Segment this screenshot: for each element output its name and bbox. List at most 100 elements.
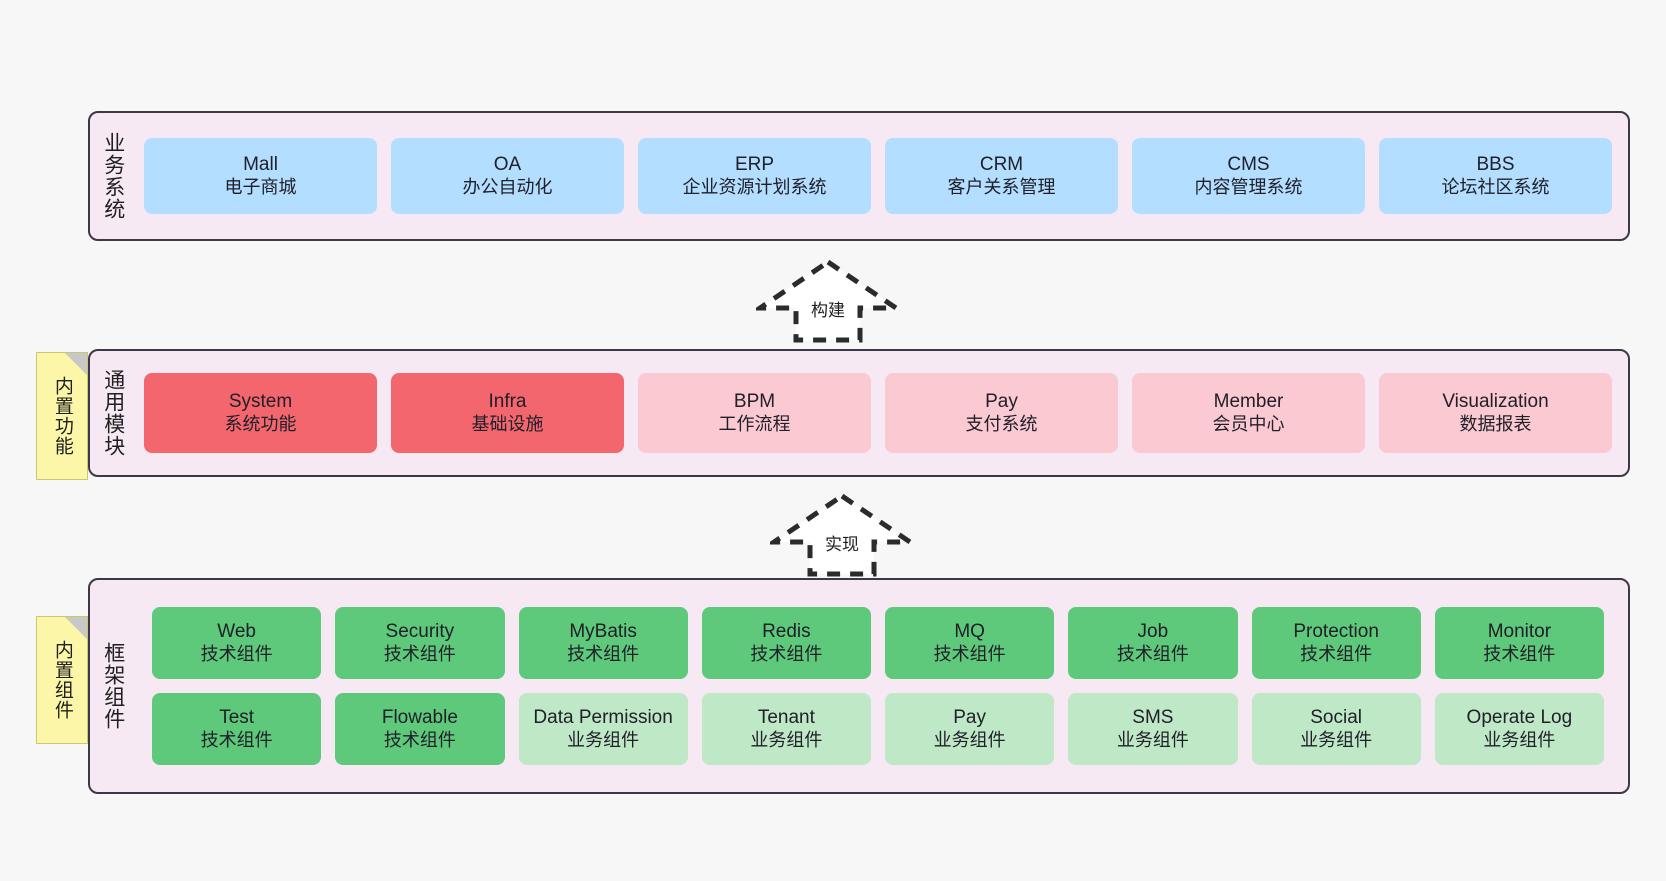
arrow-build: 构建 (751, 258, 905, 344)
card-system-title: System (228, 390, 293, 412)
card-job-title: Job (1137, 620, 1169, 642)
card-job-subtitle: 技术组件 (1116, 643, 1189, 664)
card-pay-module-title: Pay (985, 390, 1018, 412)
card-pay-module[interactable]: Pay 支付系统 (885, 373, 1118, 453)
card-security[interactable]: Security 技术组件 (335, 607, 505, 679)
card-erp[interactable]: ERP 企业资源计划系统 (638, 138, 871, 214)
card-cms[interactable]: CMS 内容管理系统 (1132, 138, 1365, 214)
card-visualization-title: Visualization (1442, 390, 1549, 412)
card-tenant-subtitle: 业务组件 (750, 729, 823, 750)
card-monitor-subtitle: 技术组件 (1483, 643, 1556, 664)
card-erp-title: ERP (734, 153, 775, 175)
card-mall-title: Mall (243, 153, 278, 175)
card-cms-subtitle: 内容管理系统 (1194, 176, 1303, 197)
layer-title-framework-component: 框架组件 (101, 642, 125, 730)
arrow-implement: 实现 (765, 492, 919, 578)
module-card-row: System 系统功能 Infra 基础设施 BPM 工作流程 Pay 支付系统… (136, 373, 1620, 453)
layer-framework-component: 框架组件 Web 技术组件 Security 技术组件 MyBatis 技术组件 (88, 578, 1630, 794)
card-operate-log-title: Operate Log (1466, 706, 1573, 728)
card-crm[interactable]: CRM 客户关系管理 (885, 138, 1118, 214)
card-tenant-title: Tenant (757, 706, 815, 728)
card-web-subtitle: 技术组件 (200, 643, 273, 664)
card-mall-subtitle: 电子商城 (224, 176, 297, 197)
card-bpm-title: BPM (733, 390, 776, 412)
card-protection-title: Protection (1293, 620, 1379, 642)
card-pay-component-subtitle: 业务组件 (933, 729, 1006, 750)
card-sms-subtitle: 业务组件 (1116, 729, 1189, 750)
card-data-permission[interactable]: Data Permission 业务组件 (518, 693, 688, 765)
card-infra[interactable]: Infra 基础设施 (391, 373, 624, 453)
framework-card-grid: Web 技术组件 Security 技术组件 MyBatis 技术组件 Redi… (136, 593, 1620, 779)
card-security-subtitle: 技术组件 (383, 643, 456, 664)
card-visualization[interactable]: Visualization 数据报表 (1379, 373, 1612, 453)
note-builtin-component: 内置组件 (36, 616, 88, 744)
note-fold-corner-icon (65, 617, 87, 639)
card-data-permission-subtitle: 业务组件 (567, 729, 640, 750)
card-bpm[interactable]: BPM 工作流程 (638, 373, 871, 453)
card-protection[interactable]: Protection 技术组件 (1251, 607, 1421, 679)
framework-tech-row: Web 技术组件 Security 技术组件 MyBatis 技术组件 Redi… (144, 607, 1612, 679)
card-mq-subtitle: 技术组件 (933, 643, 1006, 664)
card-data-permission-title: Data Permission (533, 706, 673, 728)
note-builtin-feature: 内置功能 (36, 352, 88, 480)
layer-title-business-system: 业务系统 (101, 132, 125, 220)
business-card-row: Mall 电子商城 OA 办公自动化 ERP 企业资源计划系统 CRM 客户关系… (136, 138, 1620, 214)
card-test[interactable]: Test 技术组件 (152, 693, 322, 765)
card-test-subtitle: 技术组件 (200, 729, 273, 750)
card-bbs-title: BBS (1476, 153, 1515, 175)
card-job[interactable]: Job 技术组件 (1068, 607, 1238, 679)
card-system-subtitle: 系统功能 (224, 413, 297, 434)
card-monitor-title: Monitor (1487, 620, 1552, 642)
card-oa[interactable]: OA 办公自动化 (391, 138, 624, 214)
card-bbs-subtitle: 论坛社区系统 (1441, 176, 1550, 197)
card-redis[interactable]: Redis 技术组件 (701, 607, 871, 679)
card-system[interactable]: System 系统功能 (144, 373, 377, 453)
card-flowable-title: Flowable (381, 706, 458, 728)
card-tenant[interactable]: Tenant 业务组件 (701, 693, 871, 765)
card-monitor[interactable]: Monitor 技术组件 (1434, 607, 1604, 679)
card-social-title: Social (1310, 706, 1362, 728)
card-infra-title: Infra (488, 390, 527, 412)
note-builtin-component-label: 内置组件 (51, 640, 73, 720)
arrow-build-icon (751, 258, 905, 343)
card-member[interactable]: Member 会员中心 (1132, 373, 1365, 453)
card-erp-subtitle: 企业资源计划系统 (682, 176, 827, 197)
card-mybatis[interactable]: MyBatis 技术组件 (518, 607, 688, 679)
card-mq[interactable]: MQ 技术组件 (885, 607, 1055, 679)
card-visualization-subtitle: 数据报表 (1459, 413, 1532, 434)
card-bpm-subtitle: 工作流程 (718, 413, 791, 434)
card-operate-log[interactable]: Operate Log 业务组件 (1434, 693, 1604, 765)
card-redis-title: Redis (762, 620, 811, 642)
card-cms-title: CMS (1227, 153, 1270, 175)
card-bbs[interactable]: BBS 论坛社区系统 (1379, 138, 1612, 214)
card-sms[interactable]: SMS 业务组件 (1068, 693, 1238, 765)
note-fold-corner-icon (65, 353, 87, 375)
card-redis-subtitle: 技术组件 (750, 643, 823, 664)
card-oa-subtitle: 办公自动化 (462, 176, 553, 197)
card-protection-subtitle: 技术组件 (1300, 643, 1373, 664)
card-sms-title: SMS (1132, 706, 1174, 728)
card-security-title: Security (385, 620, 455, 642)
card-web-title: Web (217, 620, 256, 642)
card-test-title: Test (219, 706, 255, 728)
card-flowable[interactable]: Flowable 技术组件 (335, 693, 505, 765)
card-pay-component[interactable]: Pay 业务组件 (885, 693, 1055, 765)
card-social[interactable]: Social 业务组件 (1251, 693, 1421, 765)
layer-body-business-system: Mall 电子商城 OA 办公自动化 ERP 企业资源计划系统 CRM 客户关系… (136, 113, 1628, 239)
framework-business-row: Test 技术组件 Flowable 技术组件 Data Permission … (144, 693, 1612, 765)
card-crm-title: CRM (979, 153, 1024, 175)
layer-common-module: 通用模块 System 系统功能 Infra 基础设施 BPM 工作流程 Pay (88, 349, 1630, 477)
card-mall[interactable]: Mall 电子商城 (144, 138, 377, 214)
card-mq-title: MQ (954, 620, 985, 642)
card-infra-subtitle: 基础设施 (471, 413, 544, 434)
card-member-title: Member (1213, 390, 1284, 412)
layer-body-framework-component: Web 技术组件 Security 技术组件 MyBatis 技术组件 Redi… (136, 580, 1628, 792)
card-mybatis-title: MyBatis (569, 620, 637, 642)
card-pay-module-subtitle: 支付系统 (965, 413, 1038, 434)
card-web[interactable]: Web 技术组件 (152, 607, 322, 679)
layer-body-common-module: System 系统功能 Infra 基础设施 BPM 工作流程 Pay 支付系统… (136, 351, 1628, 475)
note-builtin-feature-label: 内置功能 (51, 376, 73, 456)
card-member-subtitle: 会员中心 (1212, 413, 1285, 434)
card-social-subtitle: 业务组件 (1300, 729, 1373, 750)
